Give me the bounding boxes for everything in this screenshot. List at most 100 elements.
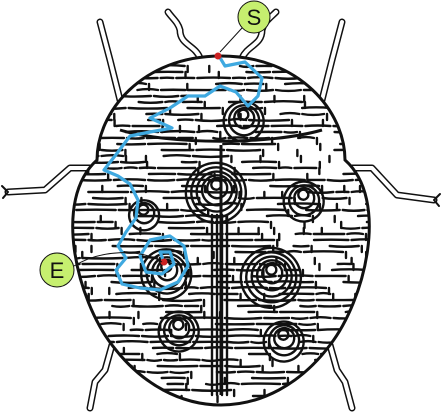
start-label: S bbox=[247, 5, 262, 30]
maze-wall-segment bbox=[230, 285, 269, 290]
maze-wall-segment bbox=[72, 304, 88, 308]
maze-wall-segment bbox=[319, 382, 339, 386]
maze-wall-segment bbox=[195, 220, 215, 224]
solution-path bbox=[102, 54, 264, 292]
maze-wall-segment bbox=[281, 381, 319, 386]
maze-wall-segment bbox=[276, 202, 319, 206]
maze-wall-segment bbox=[346, 232, 365, 236]
maze-wall-segment bbox=[72, 286, 90, 290]
maze-wall-segment bbox=[146, 358, 163, 362]
maze-wall-segment bbox=[250, 274, 277, 279]
maze-wall-segment bbox=[326, 178, 354, 183]
maze-wall-segment bbox=[153, 63, 186, 68]
maze-wall-segment bbox=[87, 106, 127, 111]
maze-wall-segment bbox=[286, 286, 328, 290]
maze-wall-segment bbox=[373, 257, 401, 258]
maze-wall-segment bbox=[309, 316, 332, 320]
maze-wall-segment bbox=[308, 346, 346, 350]
maze-wall-segment bbox=[194, 118, 228, 123]
maze-wall-segment bbox=[315, 291, 332, 296]
maze-wall-segment bbox=[360, 286, 370, 290]
maze-wall-segment bbox=[271, 346, 308, 350]
maze-wall-segment bbox=[72, 292, 87, 296]
maze-wall-segment bbox=[357, 327, 370, 332]
maze-wall-segment bbox=[279, 111, 301, 116]
maze-wall-segment bbox=[159, 129, 196, 134]
maze-wall-segment bbox=[140, 388, 159, 392]
maze-wall-segment bbox=[72, 376, 88, 380]
maze-wall-segment bbox=[298, 322, 316, 327]
maze-wall-segment bbox=[140, 334, 170, 338]
maze-wall-segment bbox=[255, 259, 289, 292]
maze-wall-segment bbox=[214, 220, 237, 224]
maze-wall-segment bbox=[146, 370, 169, 374]
maze-wall-segment bbox=[305, 190, 335, 195]
maze-wall-segment bbox=[115, 339, 149, 344]
maze-wall-segment bbox=[293, 186, 316, 210]
maze-wall-segment bbox=[204, 346, 234, 350]
maze-wall-segment bbox=[72, 315, 90, 320]
maze-wall-segment bbox=[164, 304, 184, 308]
maze-wall-segment bbox=[87, 202, 128, 206]
maze-wall-segment bbox=[341, 208, 366, 212]
maze-wall-segment bbox=[227, 104, 261, 137]
maze-wall-segment bbox=[302, 250, 345, 254]
maze-wall-segment bbox=[112, 178, 147, 182]
maze-wall-segment bbox=[156, 351, 179, 356]
maze-wall-segment bbox=[354, 298, 370, 302]
maze-wall-segment bbox=[184, 213, 210, 218]
maze-wall-segment bbox=[337, 339, 357, 344]
maze-wall-segment bbox=[299, 304, 317, 308]
maze-wall-segment bbox=[107, 334, 141, 338]
maze-wall-segment bbox=[305, 376, 321, 381]
maze-wall-segment bbox=[170, 189, 204, 194]
maze-wall-segment bbox=[111, 304, 131, 308]
maze-wall-segment bbox=[72, 352, 89, 356]
maze-wall-segment bbox=[127, 106, 169, 110]
maze-wall-segment bbox=[330, 268, 368, 272]
maze-wall-segment bbox=[294, 232, 312, 236]
maze-wall-segment bbox=[350, 190, 370, 194]
maze-wall-segment bbox=[342, 280, 370, 284]
maze-wall-segment bbox=[352, 321, 370, 326]
maze-wall-segment bbox=[299, 184, 321, 188]
maze-wall-segment bbox=[316, 328, 357, 332]
maze-wall-segment bbox=[223, 201, 240, 206]
maze-wall-segment bbox=[245, 208, 287, 212]
maze-wall-segment bbox=[237, 220, 270, 224]
maze-wall-segment bbox=[379, 312, 411, 313]
maze-wall-segment bbox=[115, 291, 158, 296]
maze-wall-segment bbox=[334, 82, 350, 86]
maze-wall-segment bbox=[137, 100, 164, 104]
maze-wall-segment bbox=[95, 226, 120, 230]
maze-wall-segment bbox=[228, 117, 248, 122]
maze-wall-segment bbox=[72, 244, 74, 248]
maze-wall-segment bbox=[357, 316, 370, 320]
maze-wall-segment bbox=[72, 202, 87, 206]
maze-wall-segment bbox=[283, 81, 316, 86]
maze-wall-segment bbox=[359, 376, 370, 380]
maze-wall-segment bbox=[128, 394, 160, 399]
maze-wall-segment bbox=[72, 106, 87, 110]
maze-wall-segment bbox=[358, 112, 370, 116]
maze-wall-segment bbox=[72, 232, 90, 236]
maze-wall-segment bbox=[278, 166, 293, 170]
start-marker-icon: S bbox=[237, 0, 271, 34]
maze-wall-segment bbox=[104, 166, 123, 170]
maze-wall-segment bbox=[196, 129, 219, 134]
maze-wall-segment bbox=[154, 214, 185, 218]
maze-wall-segment bbox=[255, 370, 286, 374]
start-marker-leader bbox=[219, 27, 243, 53]
maze-wall-segment bbox=[164, 112, 200, 117]
maze-wall-segment bbox=[298, 339, 317, 344]
maze-wall-segment bbox=[297, 135, 316, 140]
maze-wall-segment bbox=[100, 154, 125, 158]
maze-wall-segment bbox=[183, 286, 199, 290]
maze-wall-segment bbox=[169, 334, 194, 339]
maze-wall-segment bbox=[130, 81, 148, 86]
maze-wall-segment bbox=[293, 333, 312, 338]
maze-wall-segment bbox=[100, 321, 122, 326]
maze-wall-segment bbox=[72, 256, 81, 261]
maze-wall-segment bbox=[365, 220, 370, 224]
